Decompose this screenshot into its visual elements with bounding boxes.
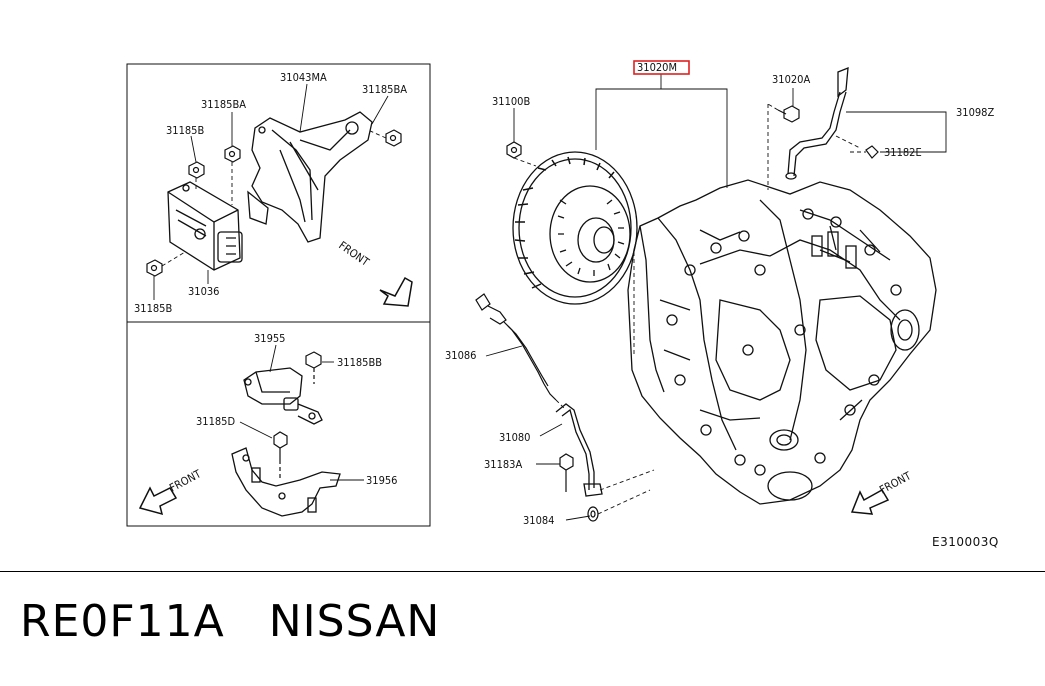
nut-31185BA-right — [385, 129, 402, 147]
front-arrow-bottom-right: FRONT — [850, 469, 914, 515]
pipe-31080 — [555, 403, 603, 497]
bolt-31020A — [777, 105, 800, 123]
separator-line — [0, 571, 1045, 572]
label-31183A: 31183A — [484, 458, 522, 471]
bolt-31183A — [559, 453, 574, 492]
diagram-code: E310003Q — [932, 535, 999, 549]
page-title: RE0F11A NISSAN — [20, 596, 484, 647]
front-label-bottom-right: FRONT — [877, 469, 914, 497]
label-31086: 31086 — [445, 349, 476, 362]
label-31185B-b: 31185B — [134, 302, 172, 315]
label-31955: 31955 — [254, 332, 285, 345]
label-31185BB: 31185BB — [337, 356, 382, 369]
transmission-housing — [627, 179, 937, 505]
label-31100B: 31100B — [492, 95, 530, 108]
front-arrow-bottom-left: FRONT — [138, 467, 204, 516]
label-31098Z: 31098Z — [956, 106, 994, 119]
nut-31185BA-left — [224, 145, 241, 163]
nut-31185B-top — [188, 161, 205, 179]
label-31185BA-b: 31185BA — [362, 83, 407, 96]
bolt-31100B — [506, 141, 522, 159]
front-label-bottom-left: FRONT — [167, 467, 204, 495]
brand-name: NISSAN — [268, 596, 441, 647]
nut-31185B-bottom — [146, 259, 163, 277]
parts-diagram: FRONT 31043MA 31185BA 31185BA 31185B 310… — [126, 60, 999, 549]
label-31043MA: 31043MA — [280, 71, 327, 84]
bolt-31185D — [273, 431, 288, 480]
leaders-main — [485, 74, 947, 521]
model-name: RE0F11A — [20, 596, 225, 647]
label-31182E: 31182E — [884, 146, 922, 159]
label-31020M: 31020M — [637, 61, 677, 74]
label-31084: 31084 — [523, 514, 554, 527]
bolt-31185BB — [305, 351, 322, 384]
front-label-top: FRONT — [336, 239, 372, 270]
bracket-31956 — [231, 447, 341, 517]
leaders-bottom-inset — [239, 344, 364, 481]
label-31956: 31956 — [366, 474, 397, 487]
label-31036: 31036 — [188, 285, 219, 298]
torque-converter — [512, 151, 638, 305]
washer-31084 — [587, 506, 599, 522]
clip-31182E — [865, 145, 879, 159]
label-31185B-a: 31185B — [166, 124, 204, 137]
inset-box-bottom — [126, 321, 431, 527]
label-31080: 31080 — [499, 431, 530, 444]
bracket-31043MA — [247, 111, 373, 243]
highlight-box-31020M — [633, 60, 690, 75]
module-31036 — [167, 181, 243, 271]
label-31185BA-a: 31185BA — [201, 98, 246, 111]
label-31020A: 31020A — [772, 73, 810, 86]
sensor-31955 — [243, 367, 323, 425]
label-31185D: 31185D — [196, 415, 235, 428]
harness-31086 — [475, 293, 557, 401]
dipstick-31098Z — [785, 67, 849, 180]
front-arrow-top: FRONT — [336, 239, 413, 307]
leaders-top-inset — [153, 83, 389, 300]
